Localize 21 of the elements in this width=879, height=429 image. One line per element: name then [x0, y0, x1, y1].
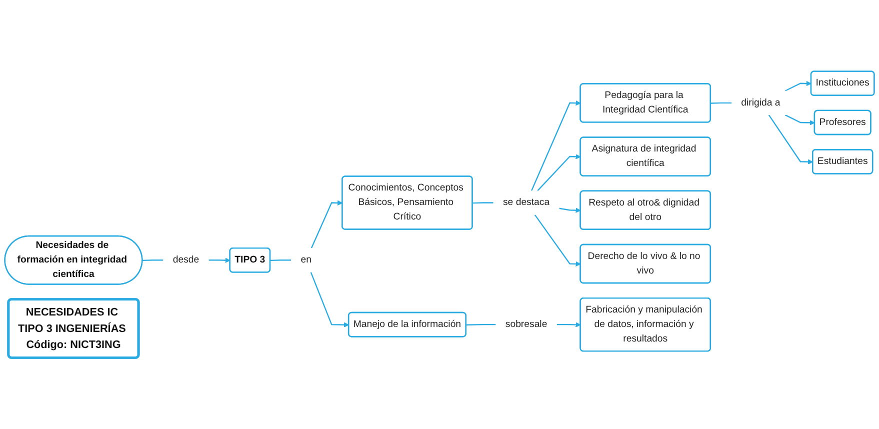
connector — [466, 324, 496, 326]
connector — [472, 202, 494, 204]
arrow — [530, 100, 581, 191]
arrow — [556, 322, 581, 328]
node-text: se destaca — [502, 197, 550, 208]
arrow — [208, 258, 230, 263]
arrow — [310, 200, 343, 248]
node-text: dirigida a — [741, 97, 780, 108]
arrow — [768, 114, 814, 164]
node-text: desde — [172, 254, 200, 265]
node-text: sobresale — [505, 319, 548, 330]
arrow — [559, 208, 581, 213]
connector — [270, 260, 292, 262]
arrow — [537, 154, 581, 192]
arrow — [784, 114, 815, 126]
node-text: en — [300, 254, 312, 265]
arrow — [310, 272, 350, 328]
arrow — [784, 80, 812, 92]
connector — [710, 102, 732, 104]
arrow — [534, 214, 581, 267]
connector — [142, 260, 164, 262]
